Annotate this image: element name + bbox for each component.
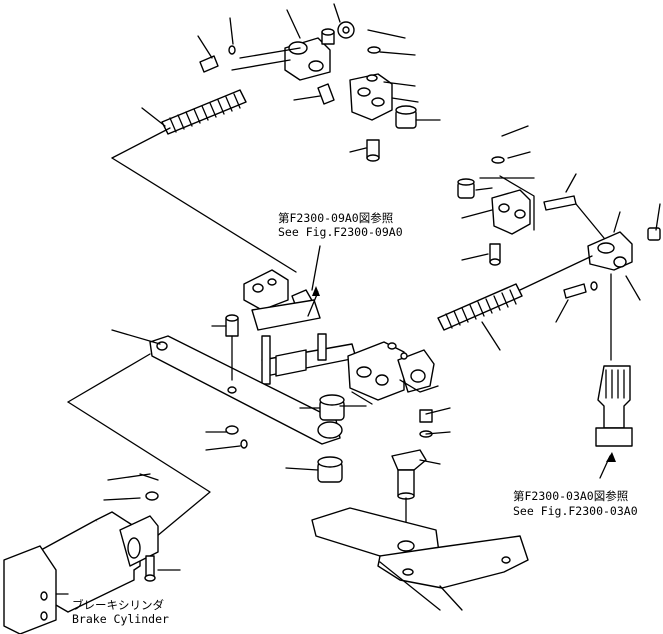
brake-cylinder-label-en: Brake Cylinder — [72, 612, 169, 626]
reference-09a0-en: See Fig.F2300-09A0 — [278, 225, 403, 239]
steering-shaft — [595, 273, 633, 479]
upper-spring — [111, 89, 297, 273]
right-spring — [437, 255, 593, 351]
right-bell-crank-assembly — [457, 125, 661, 323]
brake-cylinder-assembly — [3, 353, 211, 634]
central-linkage — [243, 245, 439, 405]
lower-bracket-assembly — [311, 407, 529, 611]
brake-lever-arm — [111, 314, 367, 483]
reference-03a0-en: See Fig.F2300-03A0 — [513, 504, 638, 518]
brake-cylinder-label-jp: ブレーキシリンダ — [72, 598, 164, 612]
upper-bell-crank-assembly — [197, 3, 441, 162]
reference-03a0-jp: 第F2300-03A0図参照 — [513, 489, 629, 503]
reference-09a0-jp: 第F2300-09A0図参照 — [278, 211, 394, 225]
